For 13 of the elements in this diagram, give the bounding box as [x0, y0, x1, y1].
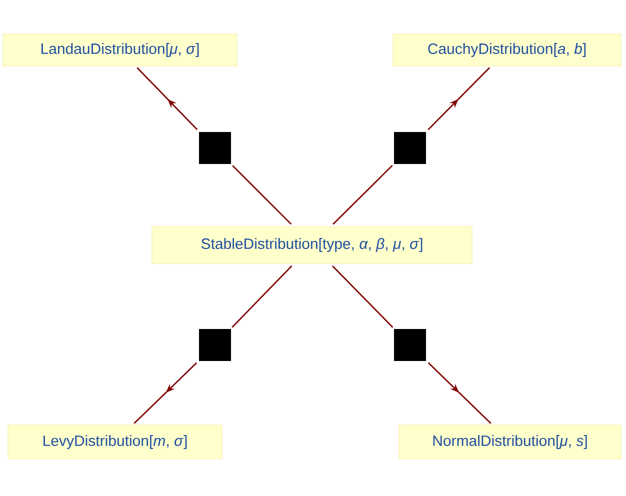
- square-marker: [199, 132, 231, 164]
- arrow: [428, 362, 492, 424]
- distribution-box: LevyDistribution[m, σ]: [8, 424, 222, 460]
- distribution-box: StableDistribution[type, α, β, μ, σ]: [152, 226, 472, 264]
- arrow: [428, 67, 490, 130]
- distribution-box: NormalDistribution[μ, s]: [398, 424, 622, 460]
- distribution-box: LandauDistribution[μ, σ]: [2, 34, 238, 66]
- arrow: [134, 362, 198, 424]
- square-marker: [394, 329, 426, 361]
- square-marker: [199, 329, 231, 361]
- distribution-box: CauchyDistribution[a, b]: [392, 34, 622, 66]
- arrow: [136, 67, 198, 130]
- square-marker: [394, 132, 426, 164]
